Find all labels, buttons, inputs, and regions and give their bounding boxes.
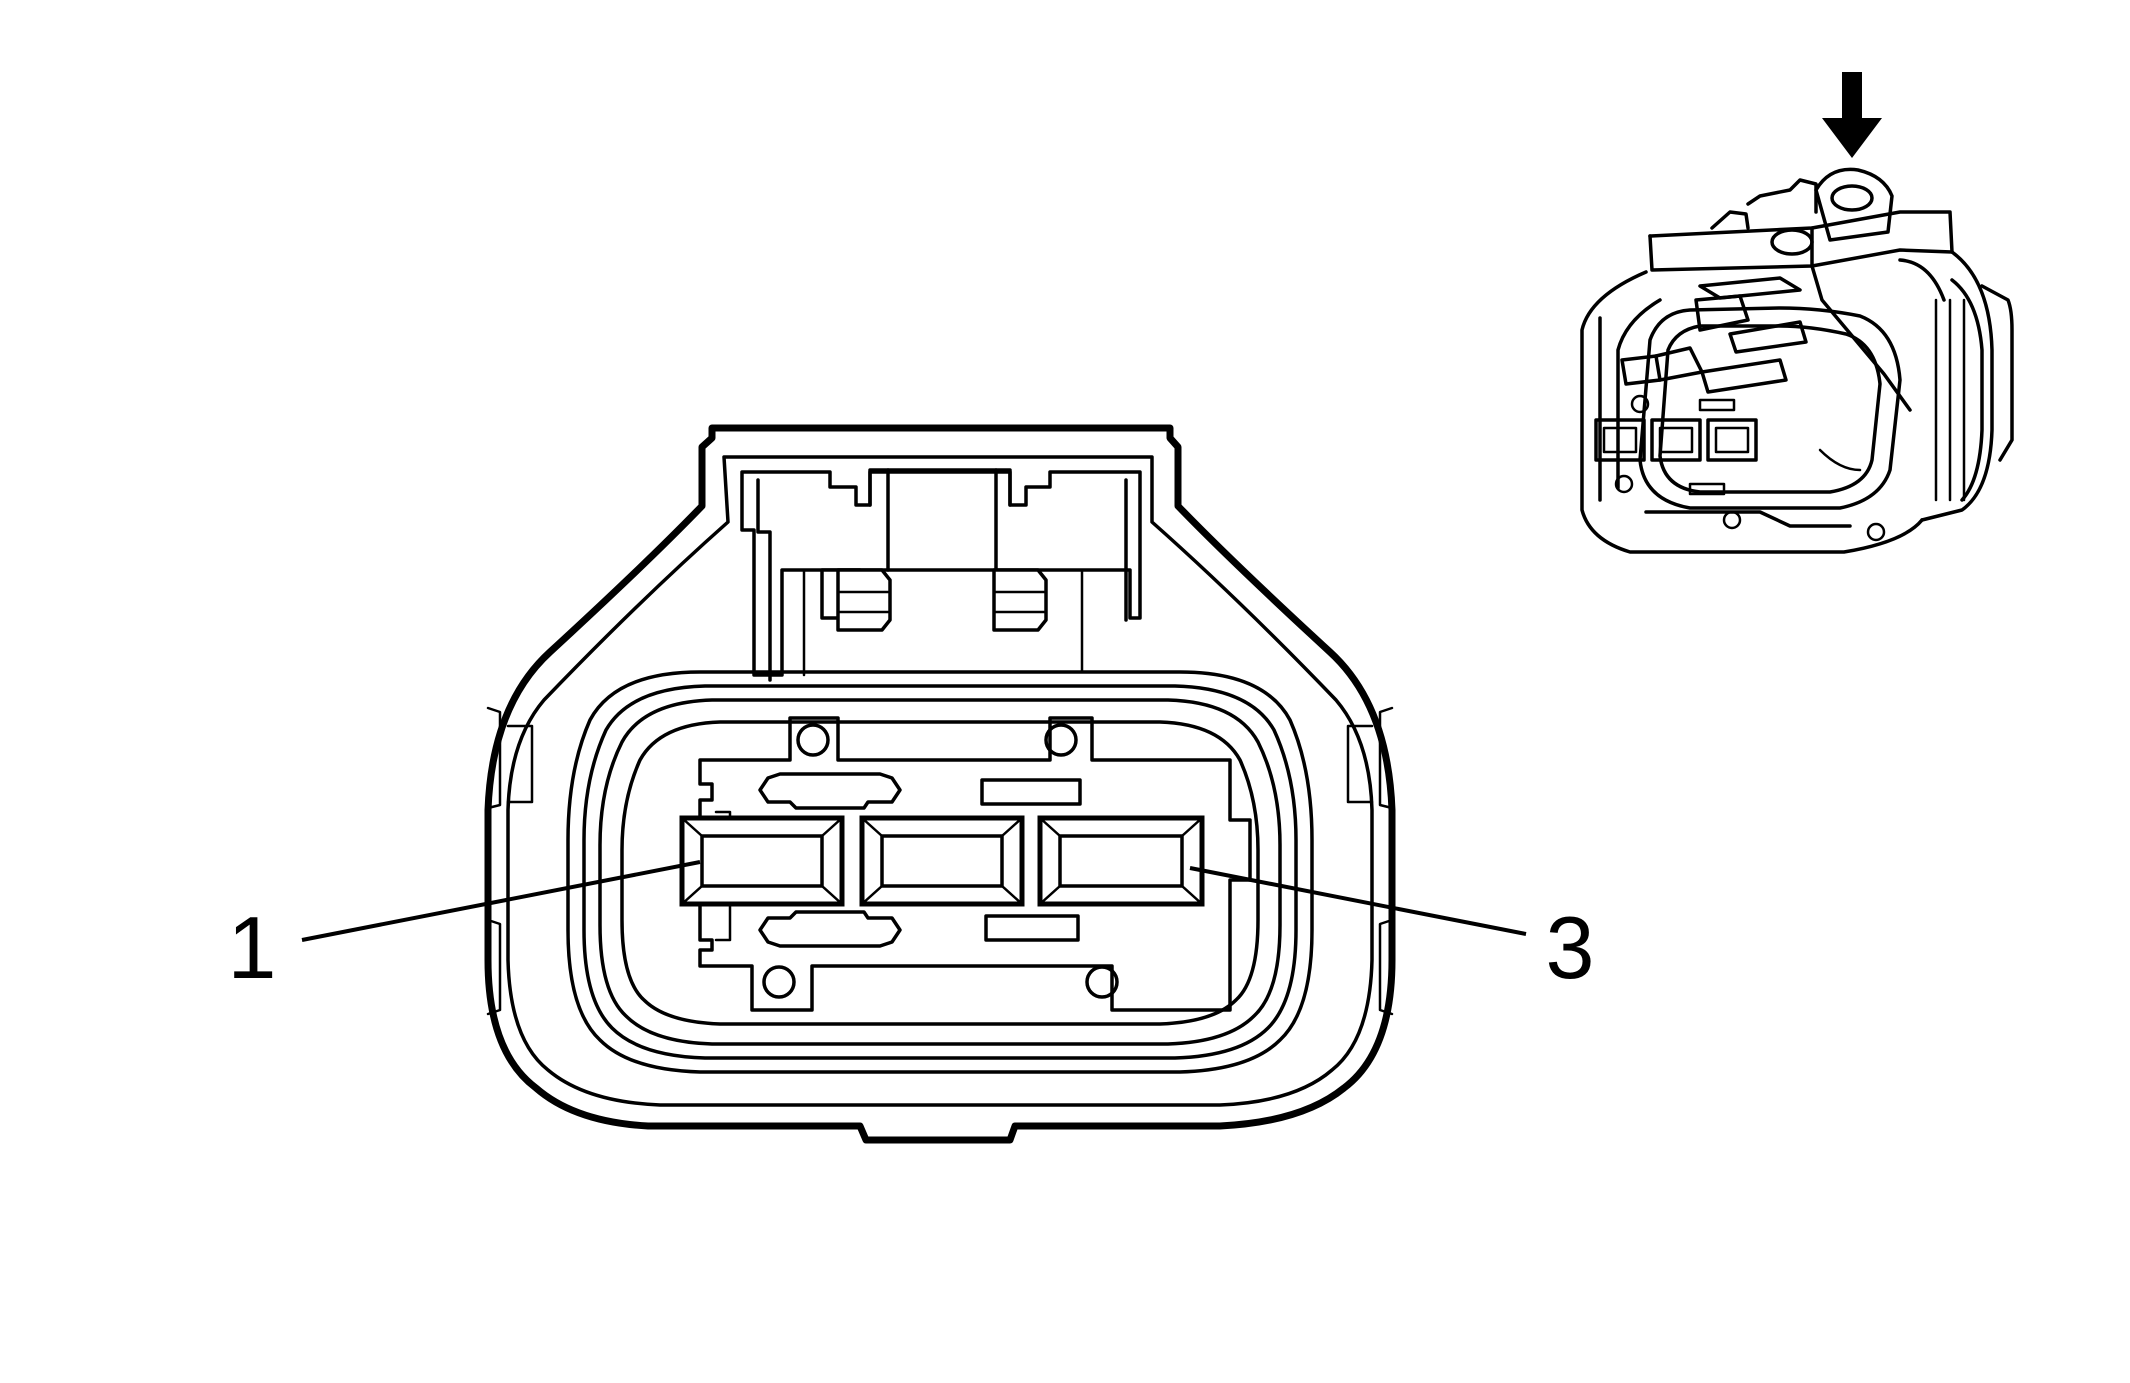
connector-face-view: 1 3 bbox=[228, 424, 1595, 1144]
pin-cavity-1 bbox=[679, 815, 845, 907]
latch-cavity bbox=[740, 470, 1142, 677]
terminal-carrier bbox=[698, 716, 1252, 1012]
pin-1-callout: 1 bbox=[228, 898, 277, 997]
latch-bar bbox=[868, 468, 1012, 507]
connector-outer-shell bbox=[484, 424, 1396, 1144]
locating-hole bbox=[1085, 965, 1119, 999]
pin-cavity-3 bbox=[1037, 815, 1205, 907]
connector-isometric-inset bbox=[1580, 72, 2014, 554]
seal-ring-mid bbox=[582, 684, 1298, 1060]
down-arrow-icon bbox=[1822, 72, 1882, 158]
pin-3-callout: 3 bbox=[1546, 898, 1595, 997]
seal-ring-outer bbox=[566, 670, 1314, 1074]
pin-1-leader-line bbox=[301, 860, 701, 942]
seal-ring-inner bbox=[598, 698, 1282, 1046]
locating-hole bbox=[796, 723, 830, 757]
locating-hole bbox=[762, 965, 796, 999]
connector-inner-shell bbox=[506, 455, 1374, 1107]
pin-3-leader-line bbox=[1189, 866, 1527, 936]
locating-hole bbox=[1044, 723, 1078, 757]
pin-cavity-2 bbox=[859, 815, 1025, 907]
